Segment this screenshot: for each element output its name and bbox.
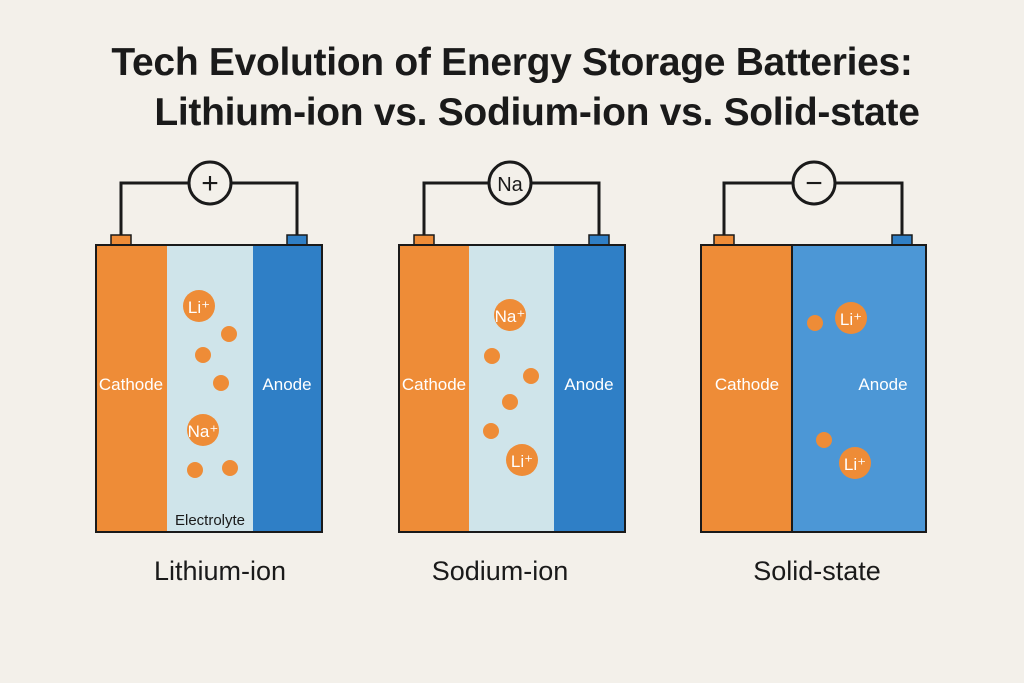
anode-label: Anode — [262, 375, 311, 394]
ion-particle — [221, 326, 237, 342]
title-line-2: Lithium-ion vs. Sodium-ion vs. Solid-sta… — [154, 91, 920, 134]
battery-lithium-ion: + Cathode Anode Electrolyte Li⁺ Na⁺ — [95, 160, 323, 533]
ion-label: Na⁺ — [188, 422, 219, 441]
diagram-title: Tech Evolution of Energy Storage Batteri… — [0, 38, 1024, 138]
ion-particle — [484, 348, 500, 364]
title-line-1: Tech Evolution of Energy Storage Batteri… — [111, 41, 913, 84]
anode-label: Anode — [564, 375, 613, 394]
battery-sodium-ion: Na Cathode Anode Na⁺ Li⁺ — [398, 160, 626, 533]
electrolyte-layer — [167, 245, 253, 532]
ion-label: Li⁺ — [844, 455, 866, 474]
terminal-symbol: Na — [497, 174, 523, 196]
ion-particle — [523, 368, 539, 384]
ion-particle — [483, 423, 499, 439]
battery-solid-state: − Cathode Anode Li⁺ Li⁺ — [700, 160, 927, 533]
terminal-symbol-circle — [791, 160, 837, 206]
circuit-wire — [232, 181, 299, 238]
cathode-label: Cathode — [715, 375, 779, 394]
ion-particle — [816, 432, 832, 448]
circuit-wire — [531, 181, 601, 238]
ion-particle — [222, 460, 238, 476]
cathode-label: Cathode — [99, 375, 163, 394]
negative-terminal — [588, 234, 610, 246]
ion-particle — [187, 462, 203, 478]
terminal-symbol: − — [805, 167, 823, 200]
positive-terminal — [413, 234, 435, 246]
cathode-layer — [701, 245, 792, 532]
ion-particle — [807, 315, 823, 331]
terminal-symbol-circle — [187, 160, 233, 206]
cathode-layer — [399, 245, 469, 532]
circuit-wire — [119, 181, 188, 238]
ion-label: Li⁺ — [188, 298, 210, 317]
ion-marker — [839, 447, 871, 479]
ion-particle — [502, 394, 518, 410]
anode-layer — [792, 245, 926, 532]
battery-name-solid-state: Solid-state — [753, 556, 881, 586]
positive-terminal — [110, 234, 132, 246]
battery-casing — [95, 244, 323, 533]
anode-layer — [554, 245, 625, 532]
battery-name-sodium-ion: Sodium-ion — [431, 556, 569, 586]
ion-particle — [213, 375, 229, 391]
anode-label: Anode — [858, 375, 907, 394]
anode-layer — [253, 245, 322, 532]
positive-terminal — [713, 234, 735, 246]
ion-marker — [187, 414, 219, 446]
cathode-layer — [96, 245, 167, 532]
electrolyte-layer — [469, 245, 554, 532]
ion-marker — [494, 299, 526, 331]
terminal-symbol-circle — [487, 160, 533, 206]
ion-marker — [506, 444, 538, 476]
ion-label: Li⁺ — [511, 452, 533, 471]
battery-casing — [700, 244, 927, 533]
cathode-label: Cathode — [402, 375, 466, 394]
battery-casing — [398, 244, 626, 533]
ion-marker — [183, 290, 215, 322]
circuit-wire — [836, 181, 904, 238]
negative-terminal — [286, 234, 308, 246]
ion-label: Li⁺ — [840, 310, 862, 329]
electrolyte-label: Electrolyte — [175, 512, 245, 529]
terminal-symbol: + — [201, 167, 219, 200]
battery-name-lithium-ion: Lithium-ion — [153, 556, 287, 586]
ion-marker — [835, 302, 867, 334]
negative-terminal — [891, 234, 913, 246]
circuit-wire — [422, 181, 489, 238]
circuit-wire — [722, 181, 792, 238]
ion-particle — [195, 347, 211, 363]
ion-label: Na⁺ — [495, 307, 526, 326]
